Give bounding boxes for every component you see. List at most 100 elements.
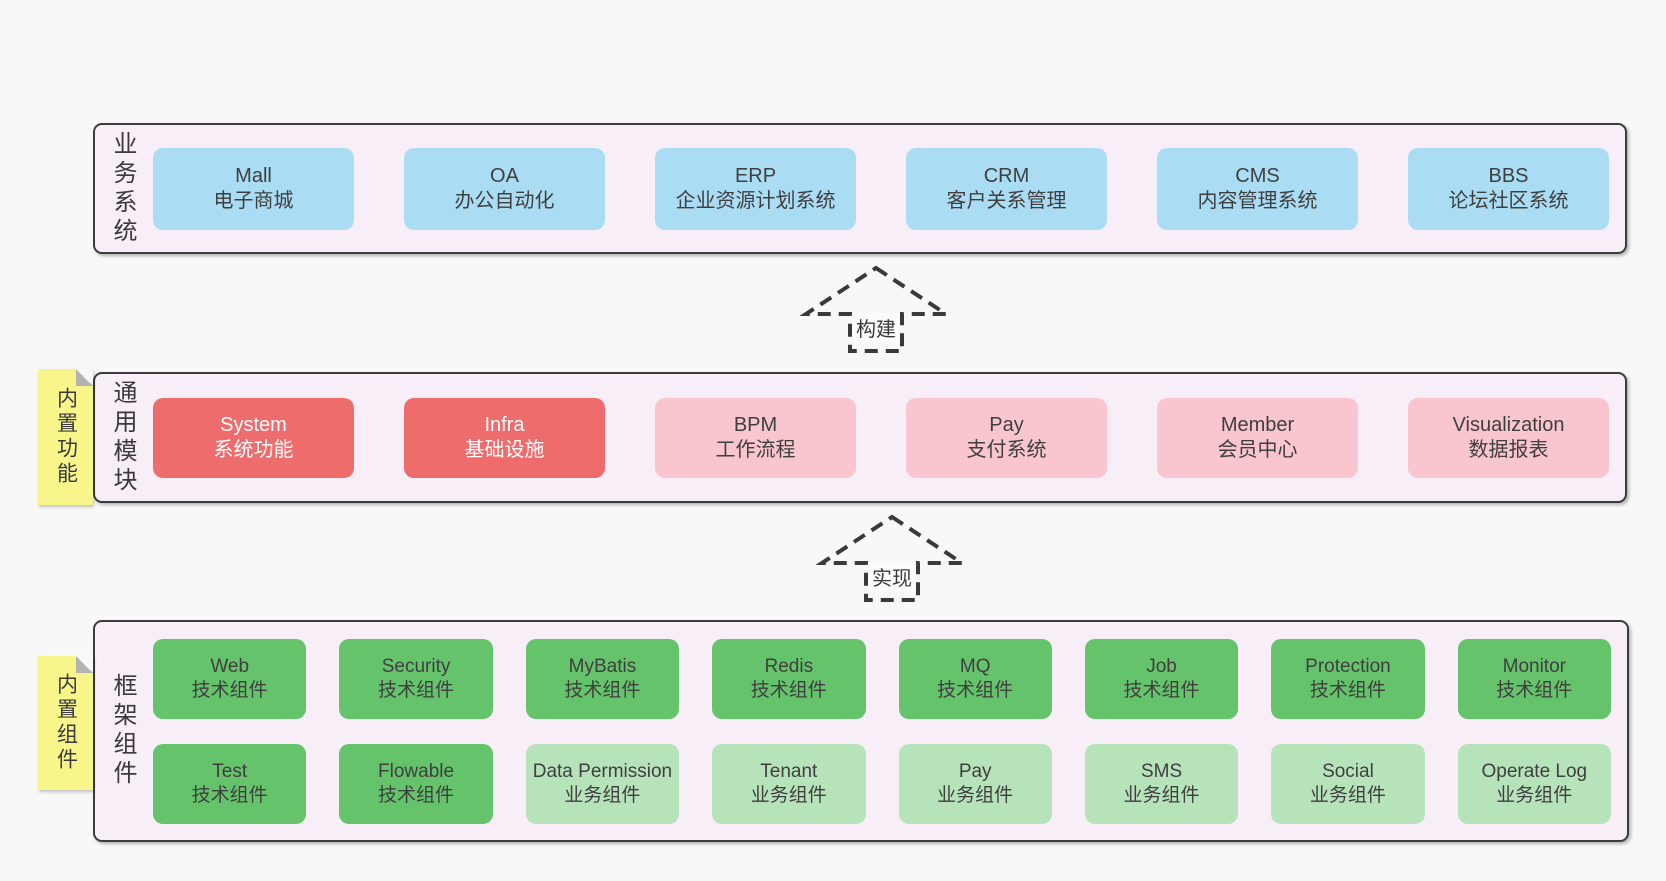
box-subtitle: 技术组件 bbox=[750, 679, 827, 701]
box-title: CMS bbox=[1235, 164, 1280, 187]
box-title: Monitor bbox=[1502, 655, 1566, 677]
box-subtitle: 业务组件 bbox=[750, 784, 827, 806]
box-title: MQ bbox=[959, 655, 991, 677]
sticky-note-text: 内置功能 bbox=[54, 387, 78, 487]
box-subtitle: 技术组件 bbox=[1309, 679, 1386, 701]
box-subtitle: 技术组件 bbox=[191, 679, 268, 701]
sticky-note-built-in-components: 内置组件 bbox=[38, 656, 93, 790]
box-title: Test bbox=[212, 760, 248, 782]
box-subtitle: 技术组件 bbox=[564, 679, 641, 701]
box-subtitle: 业务组件 bbox=[1496, 784, 1573, 806]
box-title: Mall bbox=[235, 164, 272, 187]
up-arrow-icon bbox=[815, 514, 969, 602]
up-arrow-icon bbox=[799, 265, 953, 353]
box-subtitle: 电子商城 bbox=[213, 189, 294, 212]
box-subtitle: 业务组件 bbox=[937, 784, 1014, 806]
box-title: Pay bbox=[958, 760, 992, 782]
box-title: Infra bbox=[484, 413, 525, 436]
box-subtitle: 系统功能 bbox=[213, 438, 294, 461]
arrow-label-build: 构建 bbox=[853, 313, 899, 342]
build-arrow-icon: 构建 bbox=[796, 265, 956, 355]
box-title: Security bbox=[381, 655, 451, 677]
band-label-common-modules: 通用模块 bbox=[109, 379, 136, 496]
box-title: Flowable bbox=[378, 760, 455, 782]
box-subtitle: 技术组件 bbox=[1496, 679, 1573, 701]
sticky-note-text: 内置组件 bbox=[54, 673, 78, 773]
box-title: Visualization bbox=[1452, 413, 1565, 436]
box-subtitle: 技术组件 bbox=[378, 784, 455, 806]
box-title: MyBatis bbox=[568, 655, 637, 677]
box-title: Data Permission bbox=[532, 760, 673, 782]
sticky-note-built-in-features: 内置功能 bbox=[38, 369, 93, 505]
box-title: Pay bbox=[989, 413, 1024, 436]
box-title: BBS bbox=[1488, 164, 1529, 187]
box-title: SMS bbox=[1140, 760, 1183, 782]
box-subtitle: 技术组件 bbox=[191, 784, 268, 806]
box-subtitle: 会员中心 bbox=[1217, 438, 1298, 461]
box-title: Redis bbox=[764, 655, 814, 677]
box-title: Member bbox=[1220, 413, 1295, 436]
box-title: Job bbox=[1146, 655, 1177, 677]
box-subtitle: 企业资源计划系统 bbox=[675, 189, 836, 212]
box-subtitle: 客户关系管理 bbox=[946, 189, 1067, 212]
arrow-label-implement: 实现 bbox=[869, 562, 915, 591]
box-title: CRM bbox=[983, 164, 1030, 187]
box-subtitle: 技术组件 bbox=[378, 679, 455, 701]
box-subtitle: 技术组件 bbox=[1123, 679, 1200, 701]
box-subtitle: 工作流程 bbox=[715, 438, 796, 461]
band-label-business-systems: 业务系统 bbox=[109, 130, 136, 247]
box-title: System bbox=[220, 413, 287, 436]
box-title: OA bbox=[490, 164, 519, 187]
box-subtitle: 基础设施 bbox=[464, 438, 545, 461]
box-title: Tenant bbox=[760, 760, 818, 782]
box-subtitle: 业务组件 bbox=[564, 784, 641, 806]
box-title: ERP bbox=[734, 164, 777, 187]
box-title: Protection bbox=[1305, 655, 1391, 677]
implement-arrow-icon: 实现 bbox=[812, 514, 972, 604]
box-title: BPM bbox=[733, 413, 778, 436]
box-title: Operate Log bbox=[1481, 760, 1588, 782]
band-label-framework-components: 框架组件 bbox=[109, 673, 136, 789]
box-subtitle: 支付系统 bbox=[966, 438, 1047, 461]
box-subtitle: 技术组件 bbox=[937, 679, 1014, 701]
box-subtitle: 内容管理系统 bbox=[1197, 189, 1318, 212]
box-subtitle: 办公自动化 bbox=[454, 189, 555, 212]
box-subtitle: 业务组件 bbox=[1123, 784, 1200, 806]
box-subtitle: 业务组件 bbox=[1309, 784, 1386, 806]
box-subtitle: 数据报表 bbox=[1468, 438, 1549, 461]
box-title: Social bbox=[1322, 760, 1374, 782]
box-subtitle: 论坛社区系统 bbox=[1448, 189, 1569, 212]
box-title: Web bbox=[210, 655, 250, 677]
